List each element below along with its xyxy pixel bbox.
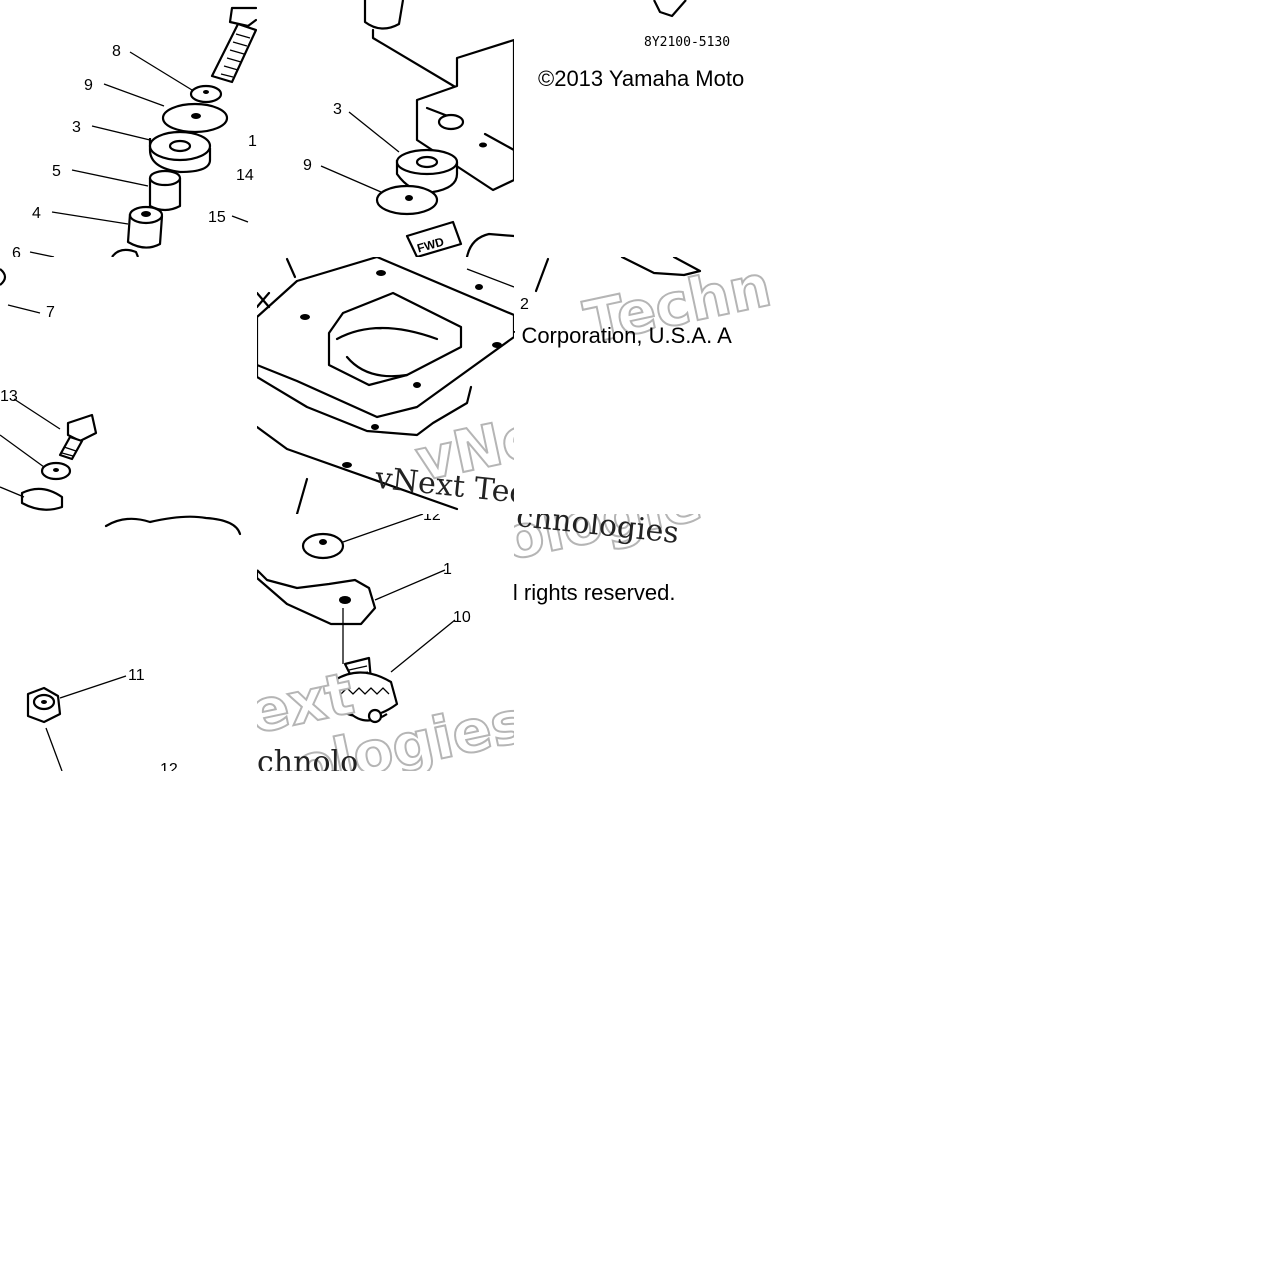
callout-15: 15 bbox=[208, 209, 226, 226]
part-number: 8Y2100-5130 bbox=[644, 35, 730, 50]
bolt-13-drawing: 7 13 bbox=[0, 268, 98, 511]
watermark-chnolo: chnolo bbox=[257, 745, 358, 771]
callout-8: 8 bbox=[112, 43, 121, 60]
washer-part bbox=[161, 102, 229, 134]
small-washer-part bbox=[189, 84, 223, 104]
hardware-stack-drawing: 8 9 3 5 4 6 1 14 15 bbox=[12, 6, 257, 257]
callout-2: 2 bbox=[520, 296, 529, 313]
copyright-line-c: ll rights reserved. bbox=[514, 580, 676, 605]
copyright-line-b: r Corporation, U.S.A. A bbox=[514, 323, 732, 348]
copyright-line-a: ©2013 Yamaha Moto bbox=[538, 66, 744, 91]
callout-3-b: 3 bbox=[333, 101, 342, 118]
bolt-part bbox=[210, 6, 257, 84]
diagram-tile-rubber-mount: 12 1 10 ext ologies chnolo bbox=[257, 514, 514, 771]
callout-1-c: 1 bbox=[443, 561, 452, 578]
copyright-bottom-drawing: ologie chnologies ll rights reserved. bbox=[514, 514, 708, 605]
main-bracket-drawing bbox=[257, 257, 514, 514]
callout-6: 6 bbox=[12, 245, 21, 257]
bolt-13-part bbox=[58, 413, 98, 461]
copyright-middle-drawing: 2 Techno r Corporation, U.S.A. A bbox=[514, 257, 771, 358]
diagram-overlay-watermark: vNe vNext Tec bbox=[257, 257, 514, 514]
watermark-overlay-drawing: vNe vNext Tec bbox=[373, 401, 514, 511]
rubber-mount-part bbox=[333, 656, 399, 724]
callout-9: 9 bbox=[84, 77, 93, 94]
rubber-mount-drawing: 12 1 10 ext ologies chnolo bbox=[257, 514, 514, 771]
bracket-top-drawing: 3 9 FWD bbox=[303, 0, 514, 257]
fwd-arrow-icon: FWD bbox=[405, 220, 463, 257]
callout-4: 4 bbox=[32, 205, 41, 222]
bracket-1-part bbox=[257, 569, 377, 626]
diagram-tile-nut-11: 11 12 bbox=[0, 514, 257, 771]
washer-12-part bbox=[301, 532, 345, 560]
diagram-tile-bolt-13: 7 13 bbox=[0, 257, 257, 514]
diagram-tile-bracket-top: 3 9 FWD bbox=[257, 0, 514, 257]
grommet-part-2 bbox=[395, 148, 459, 194]
callout-3: 3 bbox=[72, 119, 81, 136]
diagram-tile-copyright-top: 8Y2100-5130 ©2013 Yamaha Moto bbox=[514, 0, 771, 257]
callout-5: 5 bbox=[52, 163, 61, 180]
nut-11-drawing: 11 12 bbox=[26, 515, 242, 771]
callout-9-b: 9 bbox=[303, 157, 312, 174]
grommet-part bbox=[148, 130, 212, 174]
sleeve-part bbox=[148, 169, 182, 212]
callout-1: 1 bbox=[248, 133, 257, 150]
diagram-tile-copyright-middle: 2 Techno r Corporation, U.S.A. A bbox=[514, 257, 771, 514]
copyright-top-drawing: 8Y2100-5130 ©2013 Yamaha Moto bbox=[538, 0, 744, 91]
diagram-tile-main-bracket bbox=[257, 257, 514, 514]
callout-12-b: 12 bbox=[423, 514, 441, 524]
washer-part-2 bbox=[375, 184, 439, 216]
nut-part bbox=[26, 686, 62, 724]
callout-13: 13 bbox=[0, 388, 18, 405]
diagram-tile-hardware-stack: 8 9 3 5 4 6 1 14 15 bbox=[0, 0, 257, 257]
callout-10: 10 bbox=[453, 609, 471, 626]
callout-14: 14 bbox=[236, 167, 254, 184]
collar-part bbox=[126, 205, 164, 249]
callout-11: 11 bbox=[128, 667, 145, 684]
diagram-tile-copyright-bottom: ologie chnologies ll rights reserved. bbox=[514, 514, 771, 771]
callout-7: 7 bbox=[46, 304, 55, 321]
callout-12: 12 bbox=[160, 761, 178, 771]
